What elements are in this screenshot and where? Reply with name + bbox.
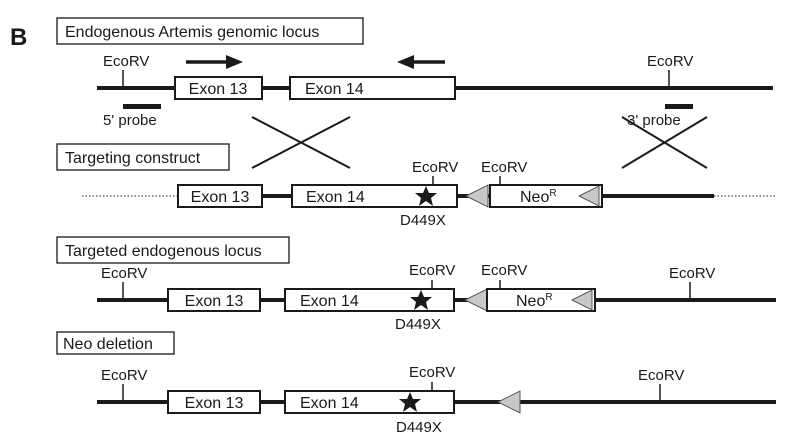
loxp-triangle-icon: [464, 184, 489, 208]
exon-14-box: [291, 184, 458, 208]
ecorv-site-label: EcoRV: [669, 265, 715, 282]
exon-13-label: Exon 13: [185, 395, 244, 412]
ecorv-site-label: EcoRV: [409, 262, 455, 279]
loxp-triangle-icon: [577, 185, 600, 207]
section-targeted-locus: Targeted endogenous locus EcoRV EcoRV Ec…: [56, 236, 776, 333]
section-title-box: [56, 331, 175, 355]
reverse-primer-arrow-icon: [397, 55, 445, 69]
ecorv-site-label: EcoRV: [638, 367, 684, 384]
exon-14-label: Exon 14: [300, 293, 359, 310]
probe-5-label: 5' probe: [103, 112, 157, 129]
section-title: Targeted endogenous locus: [65, 243, 262, 260]
loxp-triangle-icon: [463, 288, 488, 312]
probe-5-bar: [123, 104, 161, 109]
exon-13-box: [167, 390, 261, 414]
exon-13-label: Exon 13: [189, 81, 248, 98]
section-title-box: [56, 236, 290, 264]
mutation-star-icon: [410, 290, 432, 310]
section-title: Endogenous Artemis genomic locus: [65, 24, 319, 41]
exon-14-label: Exon 14: [306, 189, 365, 206]
ecorv-site-label: EcoRV: [647, 53, 693, 70]
exon-13-label: Exon 13: [185, 293, 244, 310]
ecorv-site-label: EcoRV: [101, 367, 147, 384]
mutation-label: D449X: [395, 316, 441, 333]
mutation-star-icon: [399, 392, 421, 412]
mutation-label: D449X: [400, 212, 446, 229]
ecorv-site-label: EcoRV: [481, 159, 527, 176]
neo-cassette-box: [486, 288, 596, 312]
recombination-cross-icon: [621, 116, 708, 169]
ecorv-site-label: EcoRV: [103, 53, 149, 70]
loxp-triangle-icon: [496, 390, 521, 414]
exon-14-box: [289, 76, 456, 100]
exon-13-box: [174, 76, 263, 100]
neo-cassette-box: [489, 184, 603, 208]
section-targeting-construct: Targeting construct Exon 13 Exon 14 D449…: [56, 143, 776, 229]
ecorv-site-label: EcoRV: [412, 159, 458, 176]
section-title: Neo deletion: [63, 336, 153, 353]
forward-primer-arrow-icon: [186, 55, 243, 69]
section-title-box: [56, 143, 230, 171]
neo-label: NeoR: [520, 188, 557, 206]
probe-3-bar: [665, 104, 693, 109]
exon-14-box: [284, 288, 455, 312]
panel-label: B: [10, 24, 27, 51]
recombination-cross-icon: [251, 116, 351, 169]
ecorv-site-label: EcoRV: [409, 364, 455, 381]
mutation-label: D449X: [396, 419, 442, 436]
exon-13-box: [167, 288, 261, 312]
exon-13-label: Exon 13: [191, 189, 250, 206]
loxp-triangle-icon: [570, 289, 593, 311]
section-endogenous: Endogenous Artemis genomic locus EcoRV E…: [56, 17, 773, 129]
mutation-star-icon: [415, 186, 437, 206]
neo-label: NeoR: [516, 292, 553, 310]
section-title-box: [56, 17, 364, 45]
exon-13-box: [177, 184, 263, 208]
exon-14-label: Exon 14: [305, 81, 364, 98]
exon-14-label: Exon 14: [300, 395, 359, 412]
ecorv-site-label: EcoRV: [101, 265, 147, 282]
section-neo-deletion: Neo deletion EcoRV EcoRV EcoRV Exon 13 E…: [56, 331, 776, 436]
section-title: Targeting construct: [65, 150, 201, 167]
probe-3-label: 3' probe: [627, 112, 681, 129]
ecorv-site-label: EcoRV: [481, 262, 527, 279]
